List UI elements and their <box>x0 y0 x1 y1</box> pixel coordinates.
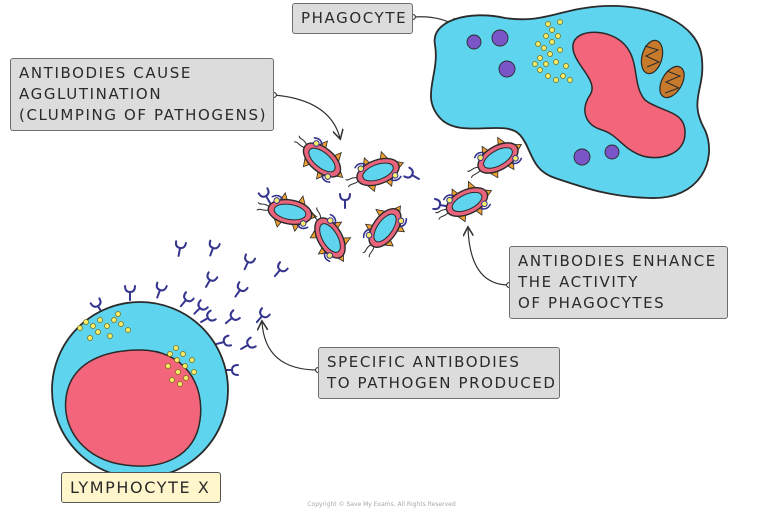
phagocyte-label-text: PHAGOCYTE <box>301 9 408 27</box>
bacterium <box>350 194 417 267</box>
bacterium <box>253 187 321 236</box>
bacteria-clump <box>253 124 417 272</box>
phagocyte-vesicles <box>466 29 620 166</box>
bacterium <box>340 145 411 202</box>
phagocyte-nucleus <box>572 31 686 159</box>
agglutination-line-2: AGGLUTINATION <box>19 85 163 103</box>
phagocyte-label: PHAGOCYTE <box>292 3 413 34</box>
lymphocyte-nucleus <box>64 349 202 467</box>
specific-antibodies-label: SPECIFIC ANTIBODIES TO PATHOGEN PRODUCED <box>318 347 560 399</box>
bacteria-near-phagocyte <box>428 128 532 234</box>
agglutination-label: ANTIBODIES CAUSE AGGLUTINATION (CLUMPING… <box>10 58 274 131</box>
enhance-line-1: ANTIBODIES ENHANCE <box>518 252 717 270</box>
enhance-label: ANTIBODIES ENHANCE THE ACTIVITY OF PHAGO… <box>509 246 728 319</box>
copyright-notice: Copyright © Save My Exams. All Rights Re… <box>307 501 456 508</box>
lymphocyte-label: LYMPHOCYTE X <box>61 472 221 503</box>
enhance-line-3: OF PHAGOCYTES <box>518 294 666 312</box>
bacterium <box>284 124 356 192</box>
phagocyte-ribosomes <box>532 19 573 83</box>
lymphocyte-label-text: LYMPHOCYTE X <box>70 478 211 497</box>
lymphocyte-ribosomes <box>77 311 197 387</box>
phagocyte-mitochondria <box>640 39 685 99</box>
phagocyte-cell <box>430 5 710 199</box>
bacterium <box>459 128 532 191</box>
free-antibodies <box>172 166 450 355</box>
enhance-line-2: THE ACTIVITY <box>518 273 639 291</box>
specific-line-1: SPECIFIC ANTIBODIES <box>327 353 521 371</box>
agglutination-arrow <box>273 94 340 138</box>
agglutination-line-3: (CLUMPING OF PATHOGENS) <box>19 106 268 124</box>
specific-antibodies-arrow <box>262 322 319 371</box>
agglutination-line-1: ANTIBODIES CAUSE <box>19 64 192 82</box>
enhance-arrow <box>468 228 510 286</box>
specific-line-2: TO PATHOGEN PRODUCED <box>327 374 557 392</box>
lymphocyte-cell <box>51 281 239 479</box>
